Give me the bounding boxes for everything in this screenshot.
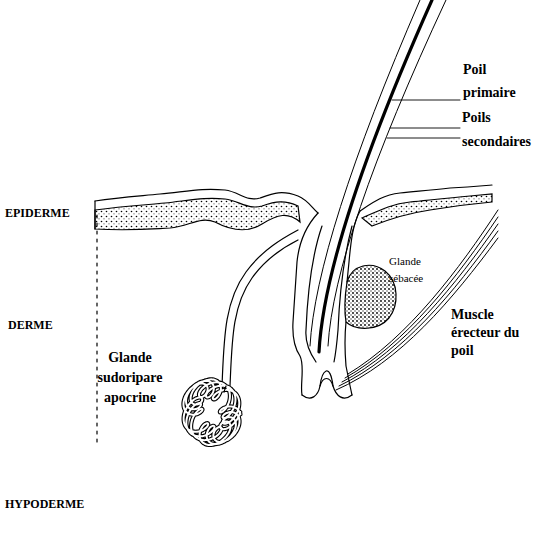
sweat-gland-tube (183, 379, 240, 445)
depth-ruler (96, 215, 97, 445)
sweat-gland-tube (224, 386, 226, 392)
arrector-muscle (336, 210, 498, 390)
sweat-duct (230, 240, 298, 386)
muscle-fiber (342, 224, 498, 382)
skin-surface (95, 189, 318, 213)
leader-line (387, 138, 460, 139)
hair-label: Poils secondaires (462, 106, 547, 154)
muscle-fiber (345, 217, 498, 378)
secondary-hair (328, 0, 446, 346)
leader-line (392, 100, 460, 101)
muscle-label: Muscle érecteur du poil (451, 306, 523, 360)
muscle-fiber (348, 210, 498, 374)
sweat-gland-coil (183, 379, 240, 445)
primary-hair (319, 0, 432, 352)
layer-label: EPIDERME (5, 205, 95, 221)
epidermis-granular-layer (95, 198, 300, 230)
layer-label: HYPODERME (5, 496, 105, 512)
skin-surface (360, 185, 492, 211)
sweat-duct (222, 230, 298, 386)
sweat-gland-tube (183, 379, 240, 445)
sebaceous-gland (345, 265, 396, 328)
hair-label: Poil primaire (463, 58, 525, 104)
hair-bulb (302, 379, 352, 399)
layer-label: DERME (8, 317, 98, 333)
epidermis-granular-layer (362, 194, 492, 226)
leader-line (390, 128, 460, 129)
epidermis-edge (94, 201, 95, 229)
gland-label: Glande sébacée (389, 253, 435, 287)
hair-papilla (320, 371, 333, 386)
gland-label: Glande sudoripare apocrine (84, 348, 176, 408)
